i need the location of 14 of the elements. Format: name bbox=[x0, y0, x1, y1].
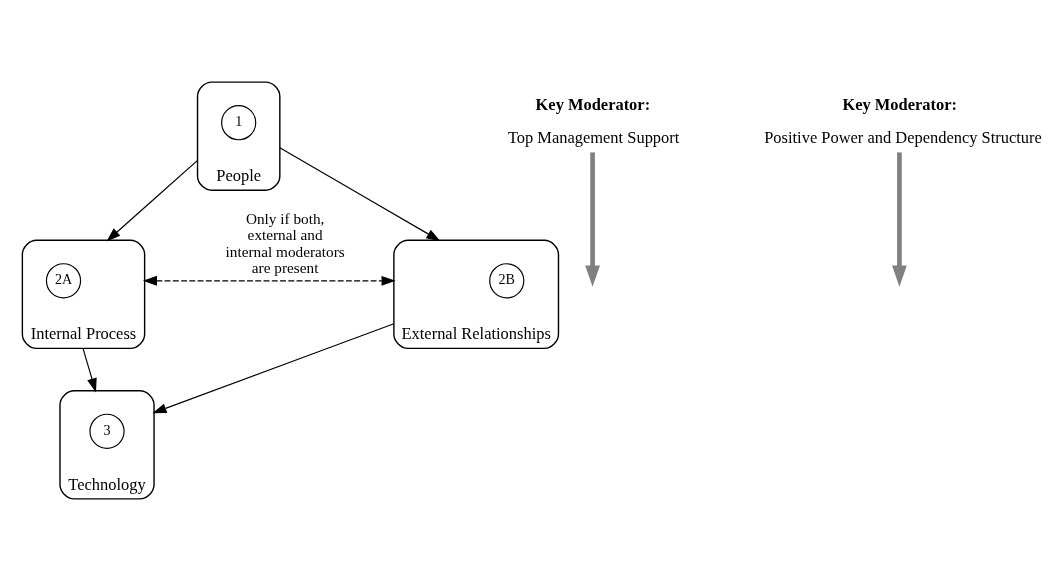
arrow bbox=[142, 275, 396, 286]
node-circle: 2A bbox=[45, 262, 82, 298]
arrow bbox=[585, 151, 600, 287]
arrow bbox=[82, 347, 97, 392]
node-circle: 2B bbox=[489, 262, 525, 298]
node-text: Key Moderator: Positive Power and Dependency Structure bbox=[764, 94, 1042, 147]
node-circle: 3 bbox=[89, 413, 125, 449]
arrow bbox=[892, 151, 907, 287]
node-circle: 1 bbox=[221, 104, 257, 140]
arrow bbox=[279, 146, 441, 241]
arrow bbox=[152, 322, 395, 413]
node-text: Key Moderator: Top Management Support bbox=[507, 94, 680, 147]
arrow bbox=[106, 159, 199, 241]
edge-label: Only if both, external and internal moderators are present bbox=[225, 209, 345, 276]
